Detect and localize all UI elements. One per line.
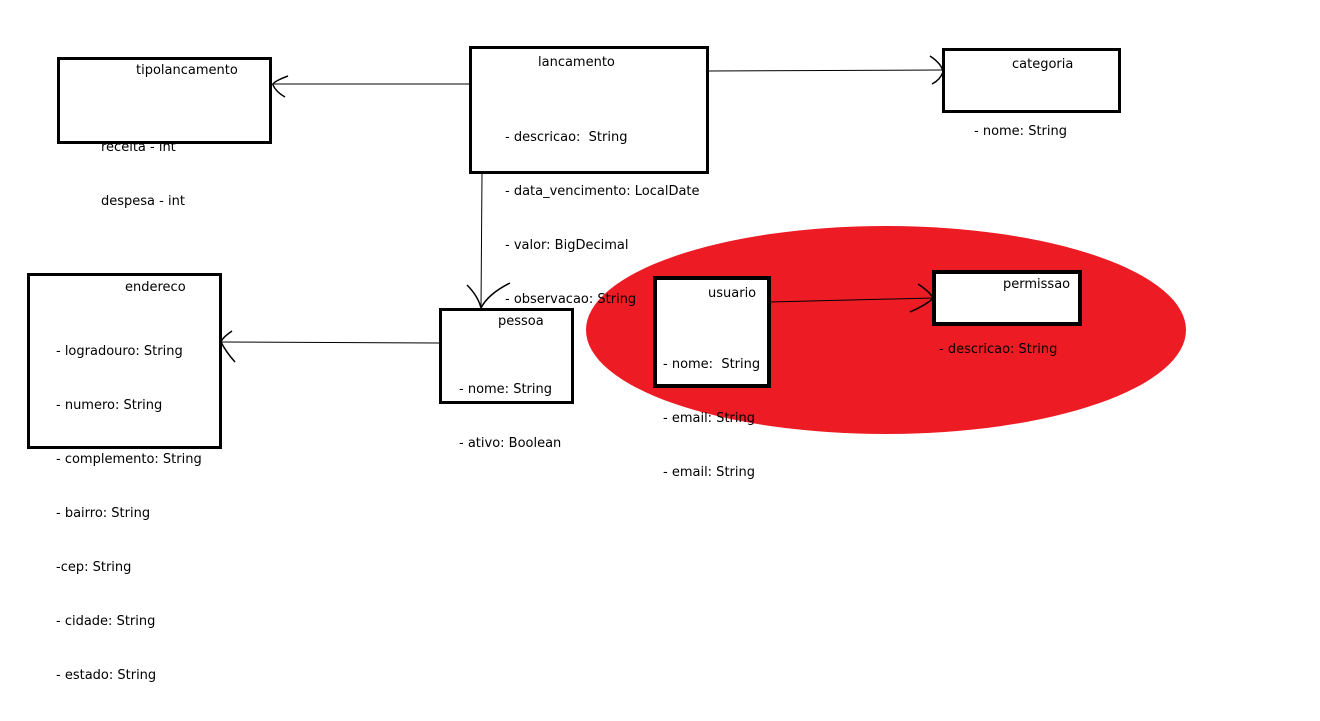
attribute-list: - logradouro: String - numero: String - … <box>56 307 202 721</box>
entity-pessoa: pessoa - nome: String - ativo: Boolean <box>439 308 574 451</box>
entity-title: categoria <box>1012 57 1074 72</box>
entity-title: pessoa <box>498 314 544 329</box>
entity-usuario: usuario - nome: String - email: String -… <box>653 276 771 480</box>
attribute: - descricao: String <box>505 130 628 145</box>
entity-title: endereco <box>125 280 186 295</box>
entity-title: tipolancamento <box>136 63 238 78</box>
attribute: - numero: String <box>56 398 163 413</box>
entity-title: lancamento <box>538 55 615 70</box>
attribute-list: - descricao: String - data_vencimento: L… <box>505 93 700 345</box>
connector-lancamento-pessoa <box>480 172 483 309</box>
entity-categoria: categoria - nome: String <box>942 48 1121 139</box>
connector-usuario-permissao <box>769 297 934 303</box>
attribute: - observacao: String <box>505 292 637 307</box>
attribute: - email: String <box>663 411 755 426</box>
connector-pessoa-endereco <box>219 341 441 344</box>
attribute: - cidade: String <box>56 614 156 629</box>
attribute: - bairro: String <box>56 506 151 521</box>
attribute: receita - int <box>101 140 176 155</box>
attribute: - estado: String <box>56 668 157 683</box>
entity-tipolancamento: tipolancamento receita - int despesa - i… <box>57 57 272 209</box>
attribute: - valor: BigDecimal <box>505 238 629 253</box>
attribute-list: - descricao: String <box>939 305 1057 395</box>
attribute-list: receita - int despesa - int <box>101 103 185 247</box>
attribute-list: - nome: String - email: String - email: … <box>663 320 760 518</box>
attribute: despesa - int <box>101 194 185 209</box>
connector-lancamento-categoria <box>707 69 943 72</box>
attribute-list: - nome: String <box>974 87 1067 177</box>
entity-title: usuario <box>708 286 757 301</box>
attribute: - data_vencimento: LocalDate <box>505 184 700 199</box>
arrowhead-pessoa <box>466 282 511 311</box>
entity-title: permissao <box>1003 277 1071 292</box>
attribute: - nome: String <box>459 382 552 397</box>
entity-lancamento: lancamento - descricao: String - data_ve… <box>469 46 709 307</box>
attribute: -cep: String <box>56 560 132 575</box>
attribute: - nome: String <box>974 124 1067 139</box>
arrowhead-endereco <box>220 330 236 363</box>
attribute: - descricao: String <box>939 342 1058 357</box>
attribute: - email: String <box>663 465 755 480</box>
attribute: - ativo: Boolean <box>459 436 562 451</box>
arrowhead-tipolancamento <box>272 75 289 98</box>
entity-permissao: permissao - descricao: String <box>932 270 1082 357</box>
entity-endereco: endereco - logradouro: String - numero: … <box>27 273 222 683</box>
attribute: - complemento: String <box>56 452 202 467</box>
attribute: - logradouro: String <box>56 344 183 359</box>
attribute: - nome: String <box>663 357 761 372</box>
attribute-list: - nome: String - ativo: Boolean <box>459 345 561 489</box>
